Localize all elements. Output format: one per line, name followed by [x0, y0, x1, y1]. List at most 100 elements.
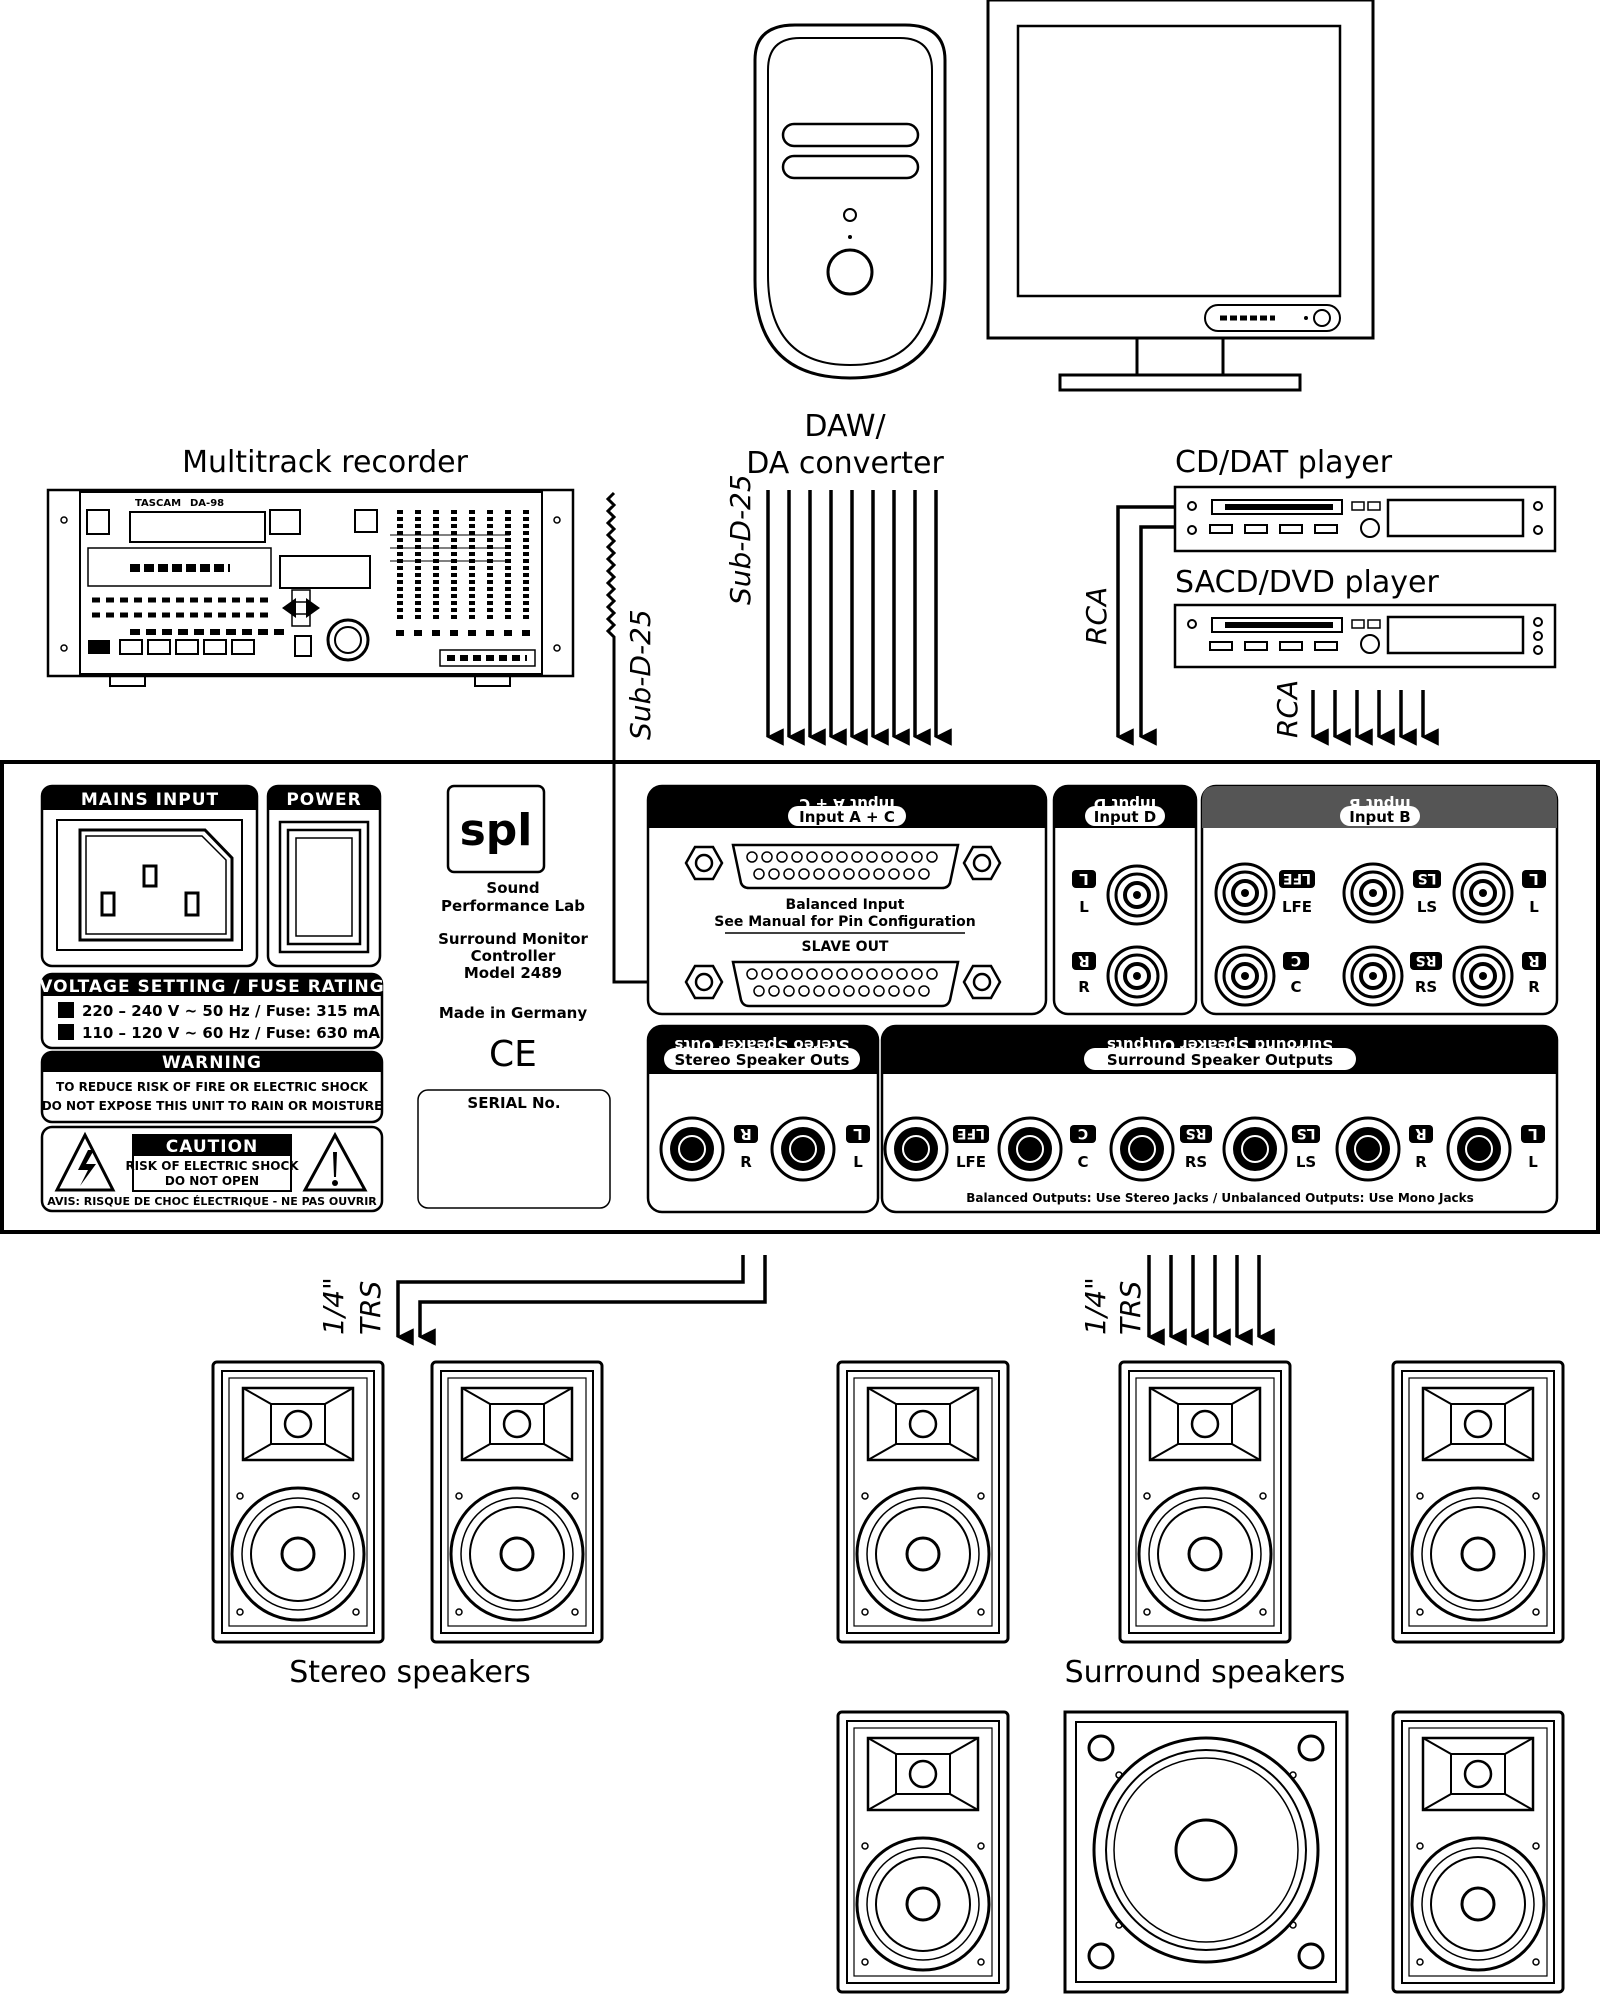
cable-cd-rca: [1116, 505, 1175, 746]
voltage-section: VOLTAGE SETTING / FUSE RATING 220 – 240 …: [39, 972, 384, 1050]
input-b-ls-badge: LS: [1417, 870, 1436, 886]
avis-text: AVIS: RISQUE DE CHOC ÉLECTRIQUE - NE PAS…: [47, 1195, 377, 1208]
input-b-r-badge: R: [1528, 952, 1540, 970]
exclamation-warning-icon: [302, 1131, 368, 1192]
warning-title: WARNING: [162, 1053, 262, 1073]
input-b-ls-jack[interactable]: [1342, 862, 1404, 924]
input-d-title: Input D: [1094, 808, 1157, 826]
stereo-out-r-jack[interactable]: [659, 1116, 725, 1182]
mains-input-title: MAINS INPUT: [81, 790, 219, 810]
input-b-section: Input B Input B LFE LFE LS LS L L C C RS…: [1200, 784, 1559, 1016]
shock-warning-icon: [54, 1131, 116, 1192]
ce-mark: CE: [489, 1034, 537, 1075]
input-d-r-badge: R: [1078, 952, 1090, 970]
surround-out-rs-label: RS: [1185, 1153, 1207, 1171]
input-b-l-jack[interactable]: [1452, 862, 1514, 924]
surround-out-ls-badge: LS: [1296, 1125, 1315, 1141]
slave-out-text: SLAVE OUT: [802, 939, 889, 955]
surround-out-lfe-label: LFE: [956, 1153, 986, 1171]
stereo-speaker-right: [430, 1360, 604, 1644]
input-b-lfe-label: LFE: [1282, 898, 1312, 916]
surround-out-c-label: C: [1077, 1153, 1088, 1171]
input-b-rs-badge: RS: [1416, 952, 1437, 968]
stereo-out-l-label: L: [853, 1153, 863, 1171]
cable-cd-rca-label: RCA: [1080, 587, 1113, 645]
input-d-l-jack[interactable]: [1106, 864, 1168, 926]
surround-out-r-jack[interactable]: [1335, 1116, 1401, 1182]
surround-out-c-jack[interactable]: [997, 1116, 1063, 1182]
cd-dat-player: [1173, 485, 1557, 553]
subd-connector-input: [731, 843, 960, 890]
cable-surround-trs-label-2: TRS: [1114, 1281, 1147, 1335]
input-b-lfe-badge: LFE: [1283, 870, 1311, 886]
product-line-1: Surround Monitor: [438, 930, 588, 948]
monitor-display: [986, 0, 1375, 392]
input-d-l-badge: L: [1079, 870, 1089, 888]
input-b-rs-jack[interactable]: [1342, 945, 1404, 1007]
caution-line-2: DO NOT OPEN: [165, 1174, 259, 1188]
cable-daw-subd-label: Sub-D-25: [724, 474, 757, 605]
input-ac-section: Input A + C Input A + C Balanced Input S…: [646, 784, 1048, 1016]
input-b-r-jack[interactable]: [1452, 945, 1514, 1007]
multitrack-brand: TASCAM: [135, 498, 181, 509]
made-in-text: Made in Germany: [439, 1004, 588, 1022]
daw-label-line2: DA converter: [746, 446, 944, 481]
spl-logo-text: spl: [460, 805, 533, 856]
caution-title: CAUTION: [166, 1137, 259, 1157]
input-ac-title: Input A + C: [799, 808, 895, 826]
daw-computer: [753, 23, 947, 380]
surround-outs-title: Surround Speaker Outputs: [1107, 1051, 1333, 1069]
voltage-line-2: 110 – 120 V ~ 60 Hz / Fuse: 630 mA: [82, 1024, 380, 1042]
cable-multitrack-subd: [605, 491, 648, 984]
input-b-r-label: R: [1528, 978, 1540, 996]
stereo-out-r-badge: R: [740, 1125, 752, 1143]
surround-speaker-rear-right: [1391, 1710, 1565, 1994]
rear-panel: [0, 760, 1600, 1234]
product-line-3: Model 2489: [464, 964, 562, 982]
subwoofer: [1063, 1710, 1349, 1994]
surround-speaker-left: [836, 1360, 1010, 1644]
multitrack-model: DA-98: [190, 498, 224, 509]
cable-daw-subd: [766, 490, 952, 746]
stereo-speakers-label: Stereo speakers: [289, 1655, 531, 1690]
input-b-c-badge: C: [1291, 952, 1301, 968]
input-b-l-badge: L: [1529, 870, 1539, 888]
cable-multitrack-subd-label: Sub-D-25: [624, 609, 657, 740]
subd-input-pins: [746, 851, 938, 880]
surround-out-rs-jack[interactable]: [1109, 1116, 1175, 1182]
cable-sacd-rca-label: RCA: [1271, 680, 1304, 738]
surround-out-l-badge: L: [1528, 1125, 1538, 1143]
input-b-c-jack[interactable]: [1214, 945, 1276, 1007]
surround-out-lfe-jack[interactable]: [883, 1116, 949, 1182]
surround-out-r-badge: R: [1415, 1125, 1427, 1143]
multitrack-faders: [396, 510, 530, 636]
input-b-lfe-jack[interactable]: [1214, 862, 1276, 924]
power-switch-section: POWER: [266, 784, 382, 968]
surround-outs-section: Surround Speaker Outputs Surround Speake…: [880, 1024, 1559, 1214]
outputs-note: Balanced Outputs: Use Stereo Jacks / Unb…: [966, 1191, 1474, 1205]
input-b-c-label: C: [1290, 978, 1301, 996]
company-line-1: Sound: [486, 879, 539, 897]
caution-section: CAUTION RISK OF ELECTRIC SHOCK DO NOT OP…: [40, 1125, 384, 1213]
surround-speaker-center: [1118, 1360, 1292, 1644]
warning-section: WARNING TO REDUCE RISK OF FIRE OR ELECTR…: [40, 1050, 384, 1124]
input-b-ls-label: LS: [1417, 898, 1437, 916]
surround-out-ls-label: LS: [1296, 1153, 1316, 1171]
input-d-section: Input D Input D L L R R: [1052, 784, 1198, 1016]
surround-out-ls-jack[interactable]: [1222, 1116, 1288, 1182]
surround-out-l-jack[interactable]: [1446, 1116, 1512, 1182]
input-b-l-label: L: [1529, 898, 1539, 916]
input-b-title: Input B: [1349, 808, 1411, 826]
surround-out-r-label: R: [1415, 1153, 1427, 1171]
cable-sacd-rca: [1311, 690, 1439, 746]
surround-out-l-label: L: [1528, 1153, 1538, 1171]
input-d-r-jack[interactable]: [1106, 945, 1168, 1007]
product-line-2: Controller: [471, 947, 556, 965]
surround-out-lfe-badge: LFE: [957, 1125, 985, 1141]
serial-label: SERIAL No.: [467, 1094, 560, 1112]
voltage-line-1: 220 – 240 V ~ 50 Hz / Fuse: 315 mA: [82, 1002, 380, 1020]
stereo-out-l-jack[interactable]: [770, 1116, 836, 1182]
warning-line-2: DO NOT EXPOSE THIS UNIT TO RAIN OR MOIST…: [42, 1099, 383, 1113]
stereo-outs-title: Stereo Speaker Outs: [675, 1051, 850, 1069]
